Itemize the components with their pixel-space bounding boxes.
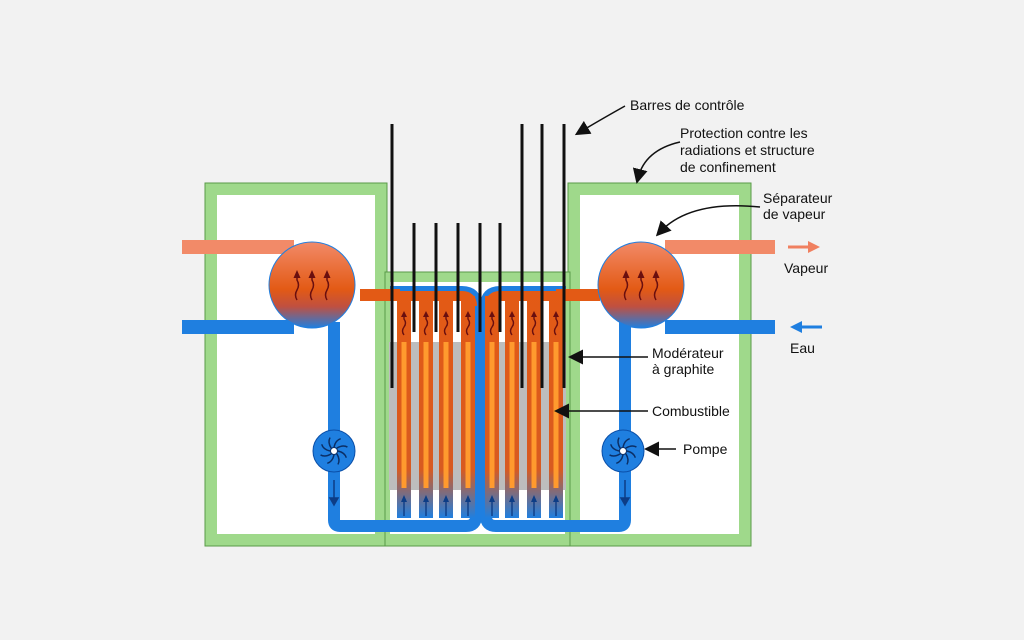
drum-steam-arrowhead [637,270,645,278]
pump-hub [330,447,338,455]
water-flow-arrowhead [553,495,559,502]
water-flow-arrowhead [443,495,449,502]
pump-blade [617,437,621,449]
steam-separator-left [268,241,356,329]
pump-blade [625,445,637,449]
protection-label-line2: radiations et structure [680,142,815,158]
steam-flow-arrow [465,315,471,336]
pump-blade [328,437,332,449]
pump-blade [336,445,348,449]
steam-flow-arrowhead [531,311,537,317]
pump-blade [616,454,624,465]
pump-blade [337,450,348,458]
fuel-rod [489,342,495,488]
steam-flow-arrowhead [401,311,407,317]
leader-lines [554,105,761,457]
drum-steam-arrowhead [323,270,331,278]
fuel-rod [443,342,449,488]
steam-flow-arrow [489,315,495,336]
drum-steam-arrowhead [622,270,630,278]
steam-label: Vapeur [784,260,828,276]
drum-steam-arrowhead [308,270,316,278]
drum-steam-arrow [309,276,315,301]
water-label: Eau [790,340,815,356]
pump-blade [622,437,630,448]
drum-steam-arrows [293,270,660,301]
pump-hub [619,447,627,455]
fuel-rod [423,342,429,488]
steam-flow-arrow [443,315,449,336]
separator-label-line1: Séparateur [763,190,833,206]
water-inlet-pipe-left [182,320,294,334]
riser-header-left [360,289,400,301]
control-rods-label: Barres de contrôle [630,97,745,113]
fuel-rod [401,342,407,488]
fuel-rod [553,342,559,488]
steam-flow-arrowhead [553,311,559,317]
drum-steam-arrowhead [652,270,660,278]
protection-label-line3: de confinement [680,159,776,175]
water-flow-arrowhead [423,495,429,502]
pump-blade [609,444,620,452]
pump-blade [320,453,332,457]
water-flow-arrowhead [531,495,537,502]
pump-blade [626,450,637,458]
steam-flow-arrow [423,315,429,336]
fuel-rod [531,342,537,488]
protection-label-line1: Protection contre les [680,125,808,141]
fuel-rod [509,342,515,488]
arrow-right-icon [788,241,820,253]
arrow-left-icon [790,321,822,333]
control-rods [390,124,566,388]
drum-steam-arrow [638,276,644,301]
steam-flow-arrowhead [465,311,471,317]
steam-pipe-left [182,240,294,254]
water-flow-arrowhead [509,495,515,502]
water-flow-arrowhead [401,495,407,502]
fuel-rod [465,342,471,488]
drum-steam-arrow [653,276,659,301]
pump-blade [320,444,331,452]
steam-flow-arrowhead [423,311,429,317]
drum-steam-arrow [623,276,629,301]
moderator-label-line1: Modérateur [652,345,724,361]
fuel-label: Combustible [652,403,730,419]
pump-impeller-icon [601,429,645,473]
water-inlet-pipe-right [665,320,775,334]
pump-blade [327,454,335,465]
drum-steam-arrow [294,276,300,301]
moderator-label-line2: à graphite [652,361,714,377]
pump-blade [333,437,341,448]
pump-blade [609,453,621,457]
pump-label: Pompe [683,441,728,457]
separator-label-line2: de vapeur [763,206,826,222]
steam-flow-arrow [553,315,559,336]
water-flow-arrowhead [489,495,495,502]
riser-header-right [556,289,600,301]
drum-steam-arrowhead [293,270,301,278]
downcomer-flow-arrows [328,480,631,507]
steam-separator-right [597,241,685,329]
water-flow-arrowhead [465,495,471,502]
drum-steam-arrow [324,276,330,301]
pump-blade [625,453,629,465]
steam-flow-arrowhead [509,311,515,317]
steam-flow-arrow [531,315,537,336]
steam-pipe-right [665,240,775,254]
steam-flow-arrowhead [489,311,495,317]
steam-flow-arrow [509,315,515,336]
pump-blade [336,453,340,465]
steam-flow-arrowhead [443,311,449,317]
pump-impeller-icon [312,429,356,473]
steam-flow-arrow [401,315,407,336]
